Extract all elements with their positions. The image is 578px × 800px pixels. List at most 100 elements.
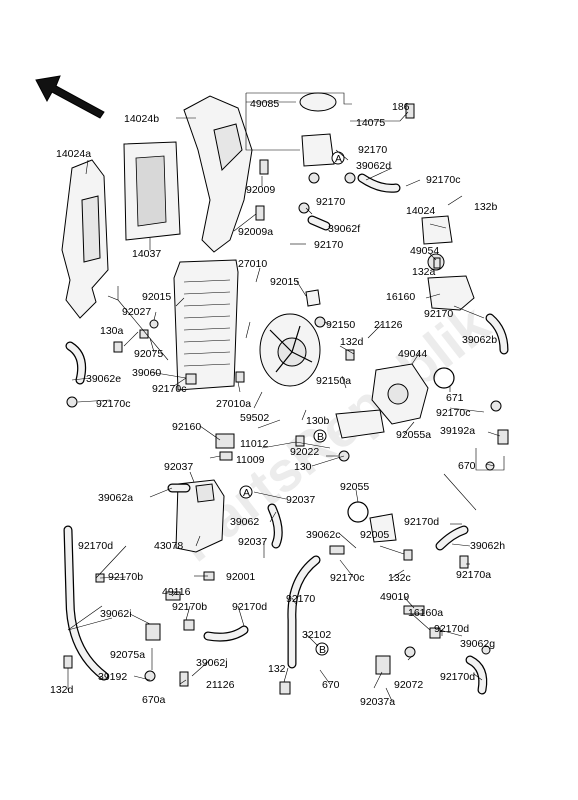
label-39192a: 39192a	[440, 425, 475, 437]
label-14024a: 14024a	[56, 148, 91, 160]
label-92150: 92150	[326, 319, 355, 331]
label-39062d: 39062d	[356, 160, 391, 172]
label-21126-b: 21126	[206, 679, 235, 691]
reserve-tank-cap	[195, 483, 215, 503]
label-11009: 11009	[236, 454, 265, 466]
label-16160a: 16160a	[408, 607, 443, 619]
label-132b: 132b	[474, 201, 498, 213]
callout-a-bottom	[239, 485, 253, 499]
label-92075: 92075	[134, 348, 163, 360]
shroud-grille	[81, 195, 101, 263]
label-132c: 132c	[388, 572, 411, 584]
callout-a-bottom-label: A	[243, 487, 250, 499]
label-92022: 92022	[290, 446, 319, 458]
shroud-inner-panel	[213, 123, 243, 172]
callout-b-bottom	[315, 642, 329, 656]
label-92075a: 92075a	[110, 649, 145, 661]
label-92055a: 92055a	[396, 429, 431, 441]
water-pump-impeller	[387, 383, 409, 405]
label-92037-b: 92037	[286, 494, 315, 506]
label-92170d-c: 92170d	[232, 601, 267, 613]
label-92037-c: 92037	[238, 536, 267, 548]
label-92170-d: 92170	[424, 308, 453, 320]
callout-a-top-label: A	[335, 153, 342, 165]
label-92170-e: 92170	[286, 593, 315, 605]
label-132d-b: 132d	[50, 684, 74, 696]
label-92170c-d: 92170c	[436, 407, 470, 419]
label-92072: 92072	[394, 679, 423, 691]
thermostat-cover	[421, 215, 453, 245]
label-92170-a: 92170	[358, 144, 387, 156]
pipe-cover	[369, 513, 397, 543]
label-92170-b: 92170	[316, 196, 345, 208]
label-92005: 92005	[360, 529, 389, 541]
label-39062j: 39062j	[196, 657, 228, 669]
label-92001: 92001	[226, 571, 255, 583]
label-39060: 39060	[132, 367, 161, 379]
label-49019: 49019	[380, 591, 409, 603]
water-pump-body	[335, 409, 385, 439]
radiator-core	[173, 259, 239, 391]
label-92015-b: 92015	[270, 276, 299, 288]
label-670-a: 670	[458, 460, 476, 472]
label-92170c-c: 92170c	[96, 398, 130, 410]
label-132d-a: 132d	[340, 336, 364, 348]
front-direction-arrow-icon	[35, 75, 105, 119]
label-92170b-a: 92170b	[108, 571, 143, 583]
label-92170-c: 92170	[314, 239, 343, 251]
label-14024: 14024	[406, 205, 435, 217]
label-92170d-b: 92170d	[78, 540, 113, 552]
label-49116: 49116	[162, 586, 191, 598]
label-39062a: 39062a	[98, 492, 133, 504]
label-92009: 92009	[246, 184, 275, 196]
o-ring-92055	[347, 501, 369, 523]
label-92170c-e: 92170c	[330, 572, 364, 584]
label-92170a: 92170a	[456, 569, 491, 581]
label-39062i: 39062i	[100, 608, 132, 620]
label-92150a: 92150a	[316, 375, 351, 387]
label-49085: 49085	[250, 98, 279, 110]
leader-lines	[67, 92, 505, 702]
label-49044: 49044	[398, 348, 427, 360]
part-number-labels: 49085 186 14075 14024b 92170 39062d 1402…	[50, 98, 505, 708]
label-186: 186	[392, 101, 410, 113]
label-11012: 11012	[240, 438, 269, 450]
label-39062g: 39062g	[460, 638, 495, 650]
label-670a: 670a	[142, 694, 166, 706]
label-43078: 43078	[154, 540, 183, 552]
label-59502: 59502	[240, 412, 269, 424]
label-27010: 27010	[238, 258, 267, 270]
label-14024b: 14024b	[124, 113, 159, 125]
label-16160: 16160	[386, 291, 415, 303]
label-92170d-d: 92170d	[434, 623, 469, 635]
label-39062e: 39062e	[86, 373, 121, 385]
radiator-screen-mesh	[135, 155, 167, 227]
label-130: 130	[294, 461, 312, 473]
callout-b-top	[313, 429, 327, 443]
label-92170b-b: 92170b	[172, 601, 207, 613]
label-130b: 130b	[306, 415, 330, 427]
label-670-b: 670	[322, 679, 340, 691]
coolant-hoses	[63, 173, 509, 695]
label-132-a: 132	[268, 663, 286, 675]
radiator-fan-blades	[269, 325, 313, 373]
label-14075: 14075	[356, 117, 385, 129]
label-92170c-a: 92170c	[426, 174, 460, 186]
label-39062f: 39062f	[328, 223, 360, 235]
label-92170d-a: 92170d	[404, 516, 439, 528]
label-92055: 92055	[340, 481, 369, 493]
label-671: 671	[446, 392, 464, 404]
radiator-fins	[183, 279, 231, 367]
label-92037-a: 92037	[164, 461, 193, 473]
label-14037: 14037	[132, 248, 161, 260]
label-39062c: 39062c	[306, 529, 340, 541]
callout-b-top-label: B	[317, 431, 324, 443]
label-39192: 39192	[98, 671, 127, 683]
callout-b-bottom-label: B	[319, 644, 326, 656]
label-92037a: 92037a	[360, 696, 395, 708]
label-92027: 92027	[122, 306, 151, 318]
label-132a: 132a	[412, 266, 436, 278]
label-39062: 39062	[230, 516, 259, 528]
label-92015-a: 92015	[142, 291, 171, 303]
